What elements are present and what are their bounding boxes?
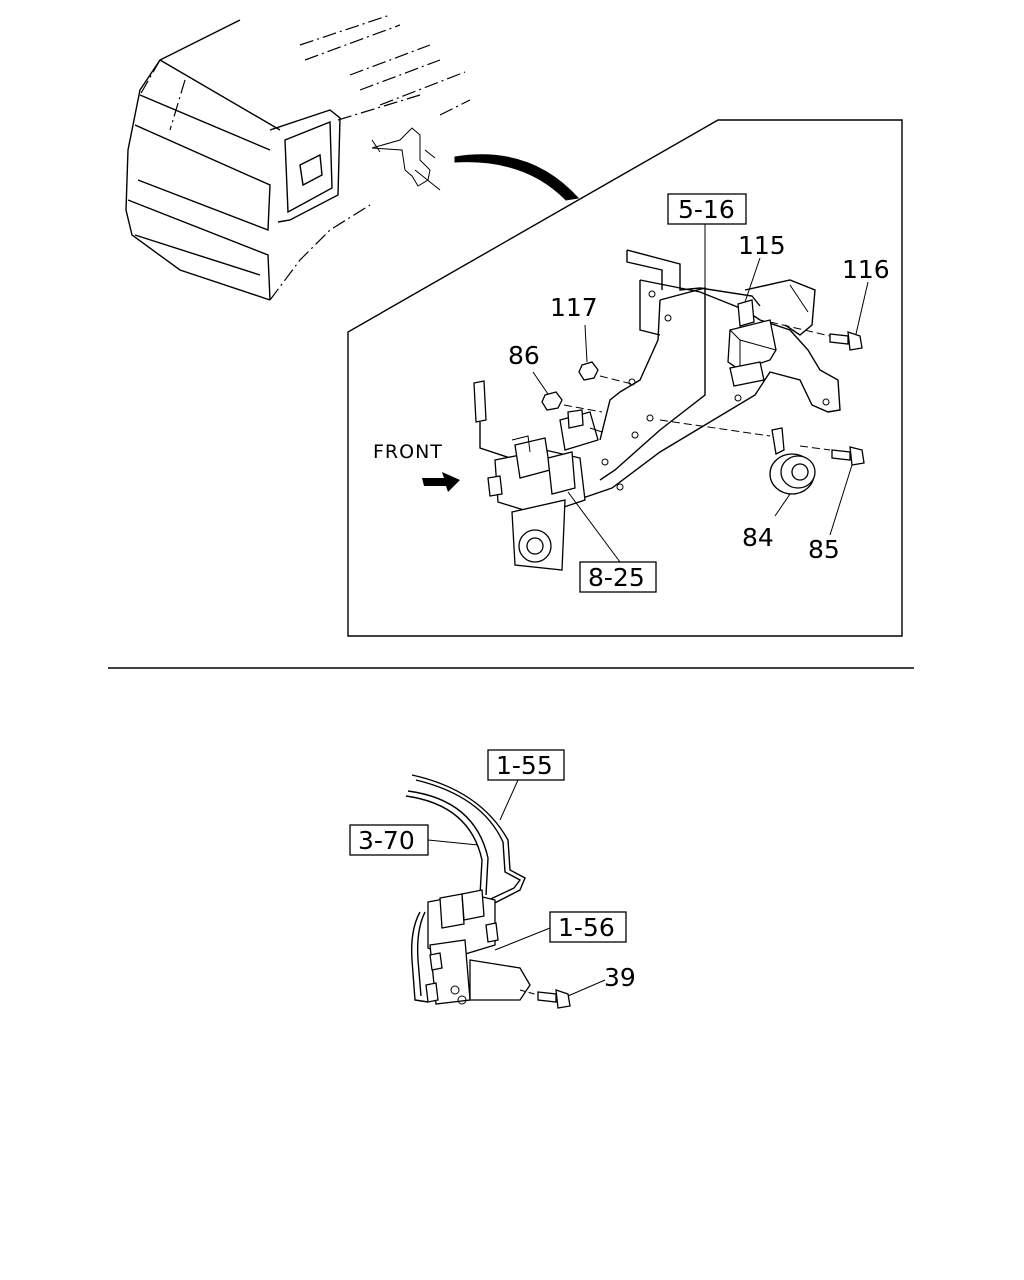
ref-box-5-16 bbox=[667, 193, 747, 225]
horn-84 bbox=[659, 419, 831, 495]
nut-86 bbox=[541, 391, 603, 413]
lower-leader-lines bbox=[427, 779, 606, 997]
lower-callouts: 1-55 3-70 1-56 39 bbox=[349, 749, 636, 992]
label-39: 39 bbox=[604, 963, 636, 992]
mounting-bracket bbox=[576, 249, 841, 501]
ref-5-16: 5-16 bbox=[678, 195, 735, 224]
lower-assembly bbox=[405, 774, 571, 1009]
ref-box-3-70 bbox=[349, 824, 429, 856]
valve-assembly bbox=[473, 380, 603, 571]
ref-8-25: 8-25 bbox=[588, 563, 645, 592]
front-arrow-icon bbox=[422, 472, 460, 492]
bolt-116 bbox=[769, 321, 863, 351]
label-115: 115 bbox=[738, 231, 786, 260]
ref-box-1-56 bbox=[549, 911, 627, 943]
nut-117 bbox=[578, 361, 633, 385]
ref-box-1-55 bbox=[487, 749, 565, 781]
label-86: 86 bbox=[508, 341, 540, 370]
leader-lines bbox=[532, 222, 869, 563]
zoom-arrow bbox=[454, 154, 579, 201]
label-85: 85 bbox=[808, 535, 840, 564]
truck-cab-outline bbox=[125, 14, 471, 301]
ref-1-56: 1-56 bbox=[558, 913, 615, 942]
detail-frame bbox=[347, 119, 903, 637]
front-indicator: FRONT bbox=[373, 441, 460, 492]
label-84: 84 bbox=[742, 523, 774, 552]
ref-3-70: 3-70 bbox=[358, 826, 415, 855]
ref-box-8-25 bbox=[579, 561, 657, 593]
label-116: 116 bbox=[842, 255, 890, 284]
bolt-85 bbox=[831, 446, 865, 466]
label-117: 117 bbox=[550, 293, 598, 322]
front-label: FRONT bbox=[373, 441, 443, 463]
relay-115 bbox=[727, 299, 777, 387]
detail-callouts: 5-16 115 116 117 86 84 85 8-25 bbox=[508, 193, 890, 593]
ref-1-55: 1-55 bbox=[496, 751, 553, 780]
